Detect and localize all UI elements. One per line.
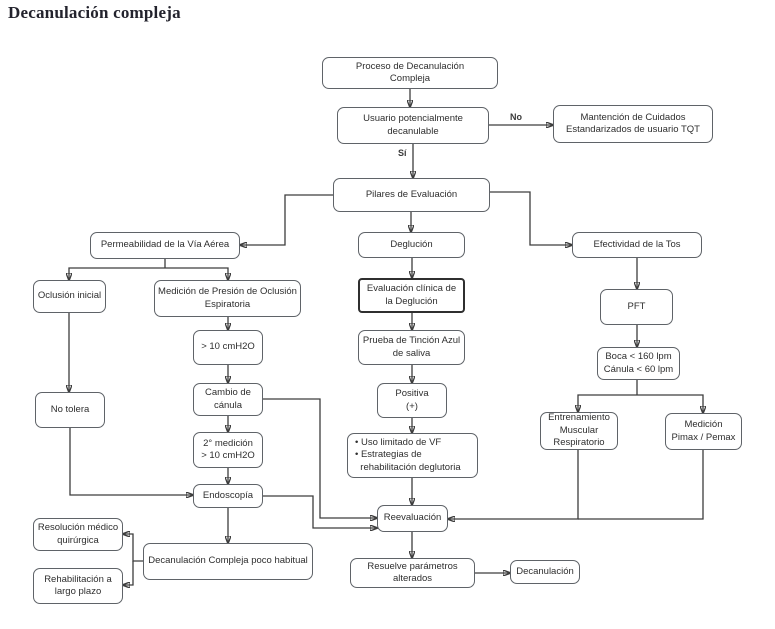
- node-decanulacion-compleja-poco-habitual: Decanulación Compleja poco habitual: [143, 543, 313, 580]
- edge-split-oclusion: [69, 267, 165, 280]
- node-prueba-tincion-azul: Prueba de Tinción Azul de saliva: [358, 330, 465, 365]
- edge-notolera-endoscopia: [69, 428, 193, 495]
- node-resolucion-medico-quirurgica: Resolución médico quirúrgica: [33, 518, 123, 551]
- node-decanulacion-final: Decanulación: [510, 560, 580, 584]
- node-usuario-decanulable: Usuario potencialmente decanulable: [337, 107, 489, 144]
- node-boca-canula-lpm: Boca < 160 lpm Cánula < 60 lpm: [597, 347, 680, 380]
- node-endoscopia: Endoscopía: [193, 484, 263, 508]
- node-resuelve-parametros: Resuelve parámetros alterados: [350, 558, 475, 588]
- node-uso-limitado-vf: • Uso limitado de VF • Estrategias de re…: [347, 433, 478, 478]
- edge-label-no: No: [510, 112, 522, 122]
- edge-complejapoco-rehabilitacion: [123, 561, 134, 585]
- node-pilares-evaluacion: Pilares de Evaluación: [333, 178, 490, 212]
- node-rehabilitacion-largo-plazo: Rehabilitación a largo plazo: [33, 568, 123, 604]
- edge-label-si: Sí: [398, 148, 407, 158]
- node-cambio-canula: Cambio de cánula: [193, 383, 263, 416]
- edge-split-entrenamiento: [578, 394, 637, 412]
- edge-endoscopia-reevaluacion: [263, 495, 377, 528]
- node-mantencion-cuidados: Mantención de Cuidados Estandarizados de…: [553, 105, 713, 143]
- node-efectividad-tos: Efectividad de la Tos: [572, 232, 702, 258]
- node-reevaluacion: Reevaluación: [377, 505, 448, 532]
- edge-pilares-permeabilidad: [240, 194, 333, 245]
- node-positiva: Positiva (+): [377, 383, 447, 418]
- node-pft: PFT: [600, 289, 673, 325]
- edge-complejapoco-resolucion: [123, 534, 143, 562]
- node-entrenamiento-muscular: Entrenamiento Muscular Respiratorio: [540, 412, 618, 450]
- node-medicion-presion-oclusion: Medición de Presión de Oclusión Espirato…: [154, 280, 301, 317]
- node-medicion-pimax-pemax: Medición Pimax / Pemax: [665, 413, 742, 450]
- node-oclusion-inicial: Oclusión inicial: [33, 280, 106, 313]
- edge-pilares-efectividad: [490, 191, 572, 245]
- node-evaluacion-clinica-deglucion: Evaluación clínica de la Deglución: [358, 278, 465, 313]
- edge-split-medpresion: [165, 267, 228, 280]
- node-no-tolera: No tolera: [35, 392, 105, 428]
- node-proceso-decanulacion: Proceso de Decanulación Compleja: [322, 57, 498, 89]
- page-title: Decanulación compleja: [8, 3, 181, 22]
- node-permeabilidad-via-aerea: Permeabilidad de la Vía Aérea: [90, 232, 240, 259]
- edge-pimax-return: [578, 450, 704, 520]
- node-segunda-medicion: 2° medición > 10 cmH2O: [193, 432, 263, 468]
- node-deglucion: Deglución: [358, 232, 465, 258]
- edge-split-pimax: [637, 394, 703, 413]
- node-mayor-10-cmh2o: > 10 cmH2O: [193, 330, 263, 365]
